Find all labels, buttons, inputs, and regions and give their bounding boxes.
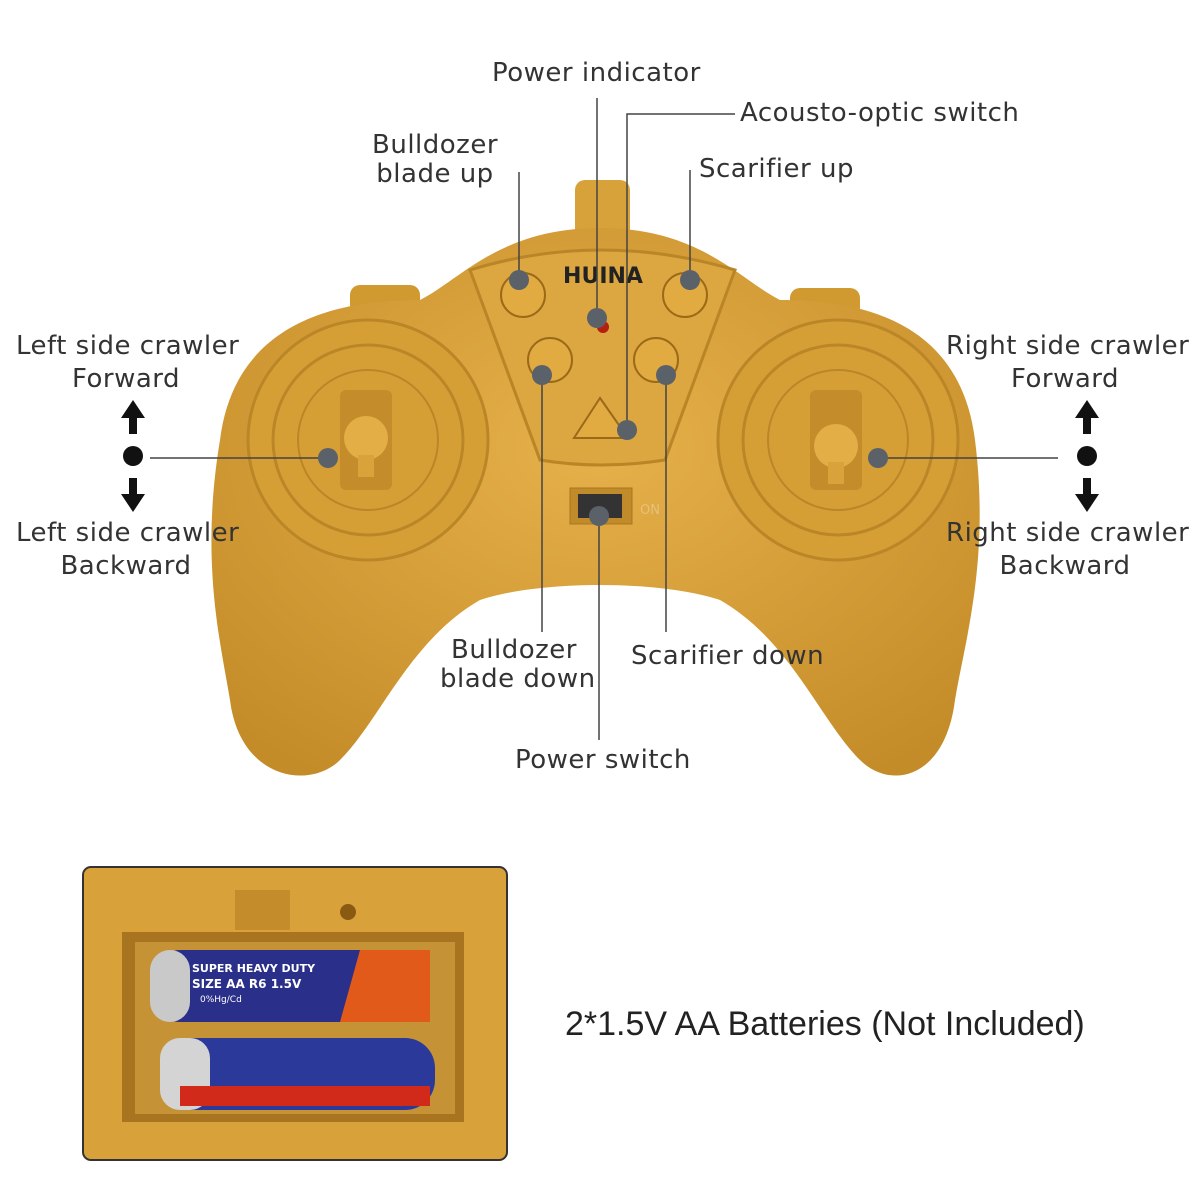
- left-direction-arrows: [121, 400, 145, 512]
- pointer-dots: [318, 270, 888, 526]
- label-bulldozer-blade-down: Bulldozer blade down: [440, 635, 596, 694]
- battery-caption: 2*1.5V AA Batteries (Not Included): [565, 1005, 1085, 1043]
- label-power-indicator: Power indicator: [492, 58, 701, 88]
- label-acousto-optic-switch: Acousto-optic switch: [740, 98, 1020, 128]
- pointer-lines: [150, 98, 1058, 740]
- label-power-switch: Power switch: [515, 745, 691, 775]
- right-joystick[interactable]: [716, 318, 960, 562]
- left-joystick[interactable]: [246, 318, 490, 562]
- label-left-forward: Left side crawler Forward: [16, 331, 240, 394]
- label-right-backward: Right side crawler Backward: [946, 518, 1190, 581]
- label-scarifier-down: Scarifier down: [631, 641, 825, 671]
- svg-text:SIZE AA R6 1.5V: SIZE AA R6 1.5V: [192, 977, 302, 991]
- svg-text:SUPER HEAVY DUTY: SUPER HEAVY DUTY: [192, 962, 316, 975]
- label-left-backward: Left side crawler Backward: [16, 518, 240, 581]
- acousto-optic-button[interactable]: [572, 396, 630, 439]
- right-direction-arrows: [1075, 400, 1099, 512]
- battery-compartment-photo: SUPER HEAVY DUTY SIZE AA R6 1.5V 0%Hg/Cd: [82, 866, 508, 1161]
- svg-text:0%Hg/Cd: 0%Hg/Cd: [200, 995, 242, 1005]
- switch-on-label: ON: [640, 503, 660, 518]
- label-bulldozer-blade-up: Bulldozer blade up: [372, 130, 499, 189]
- label-scarifier-up: Scarifier up: [699, 154, 854, 184]
- brand-logo: HUINA: [563, 264, 643, 289]
- label-right-forward: Right side crawler Forward: [946, 331, 1190, 394]
